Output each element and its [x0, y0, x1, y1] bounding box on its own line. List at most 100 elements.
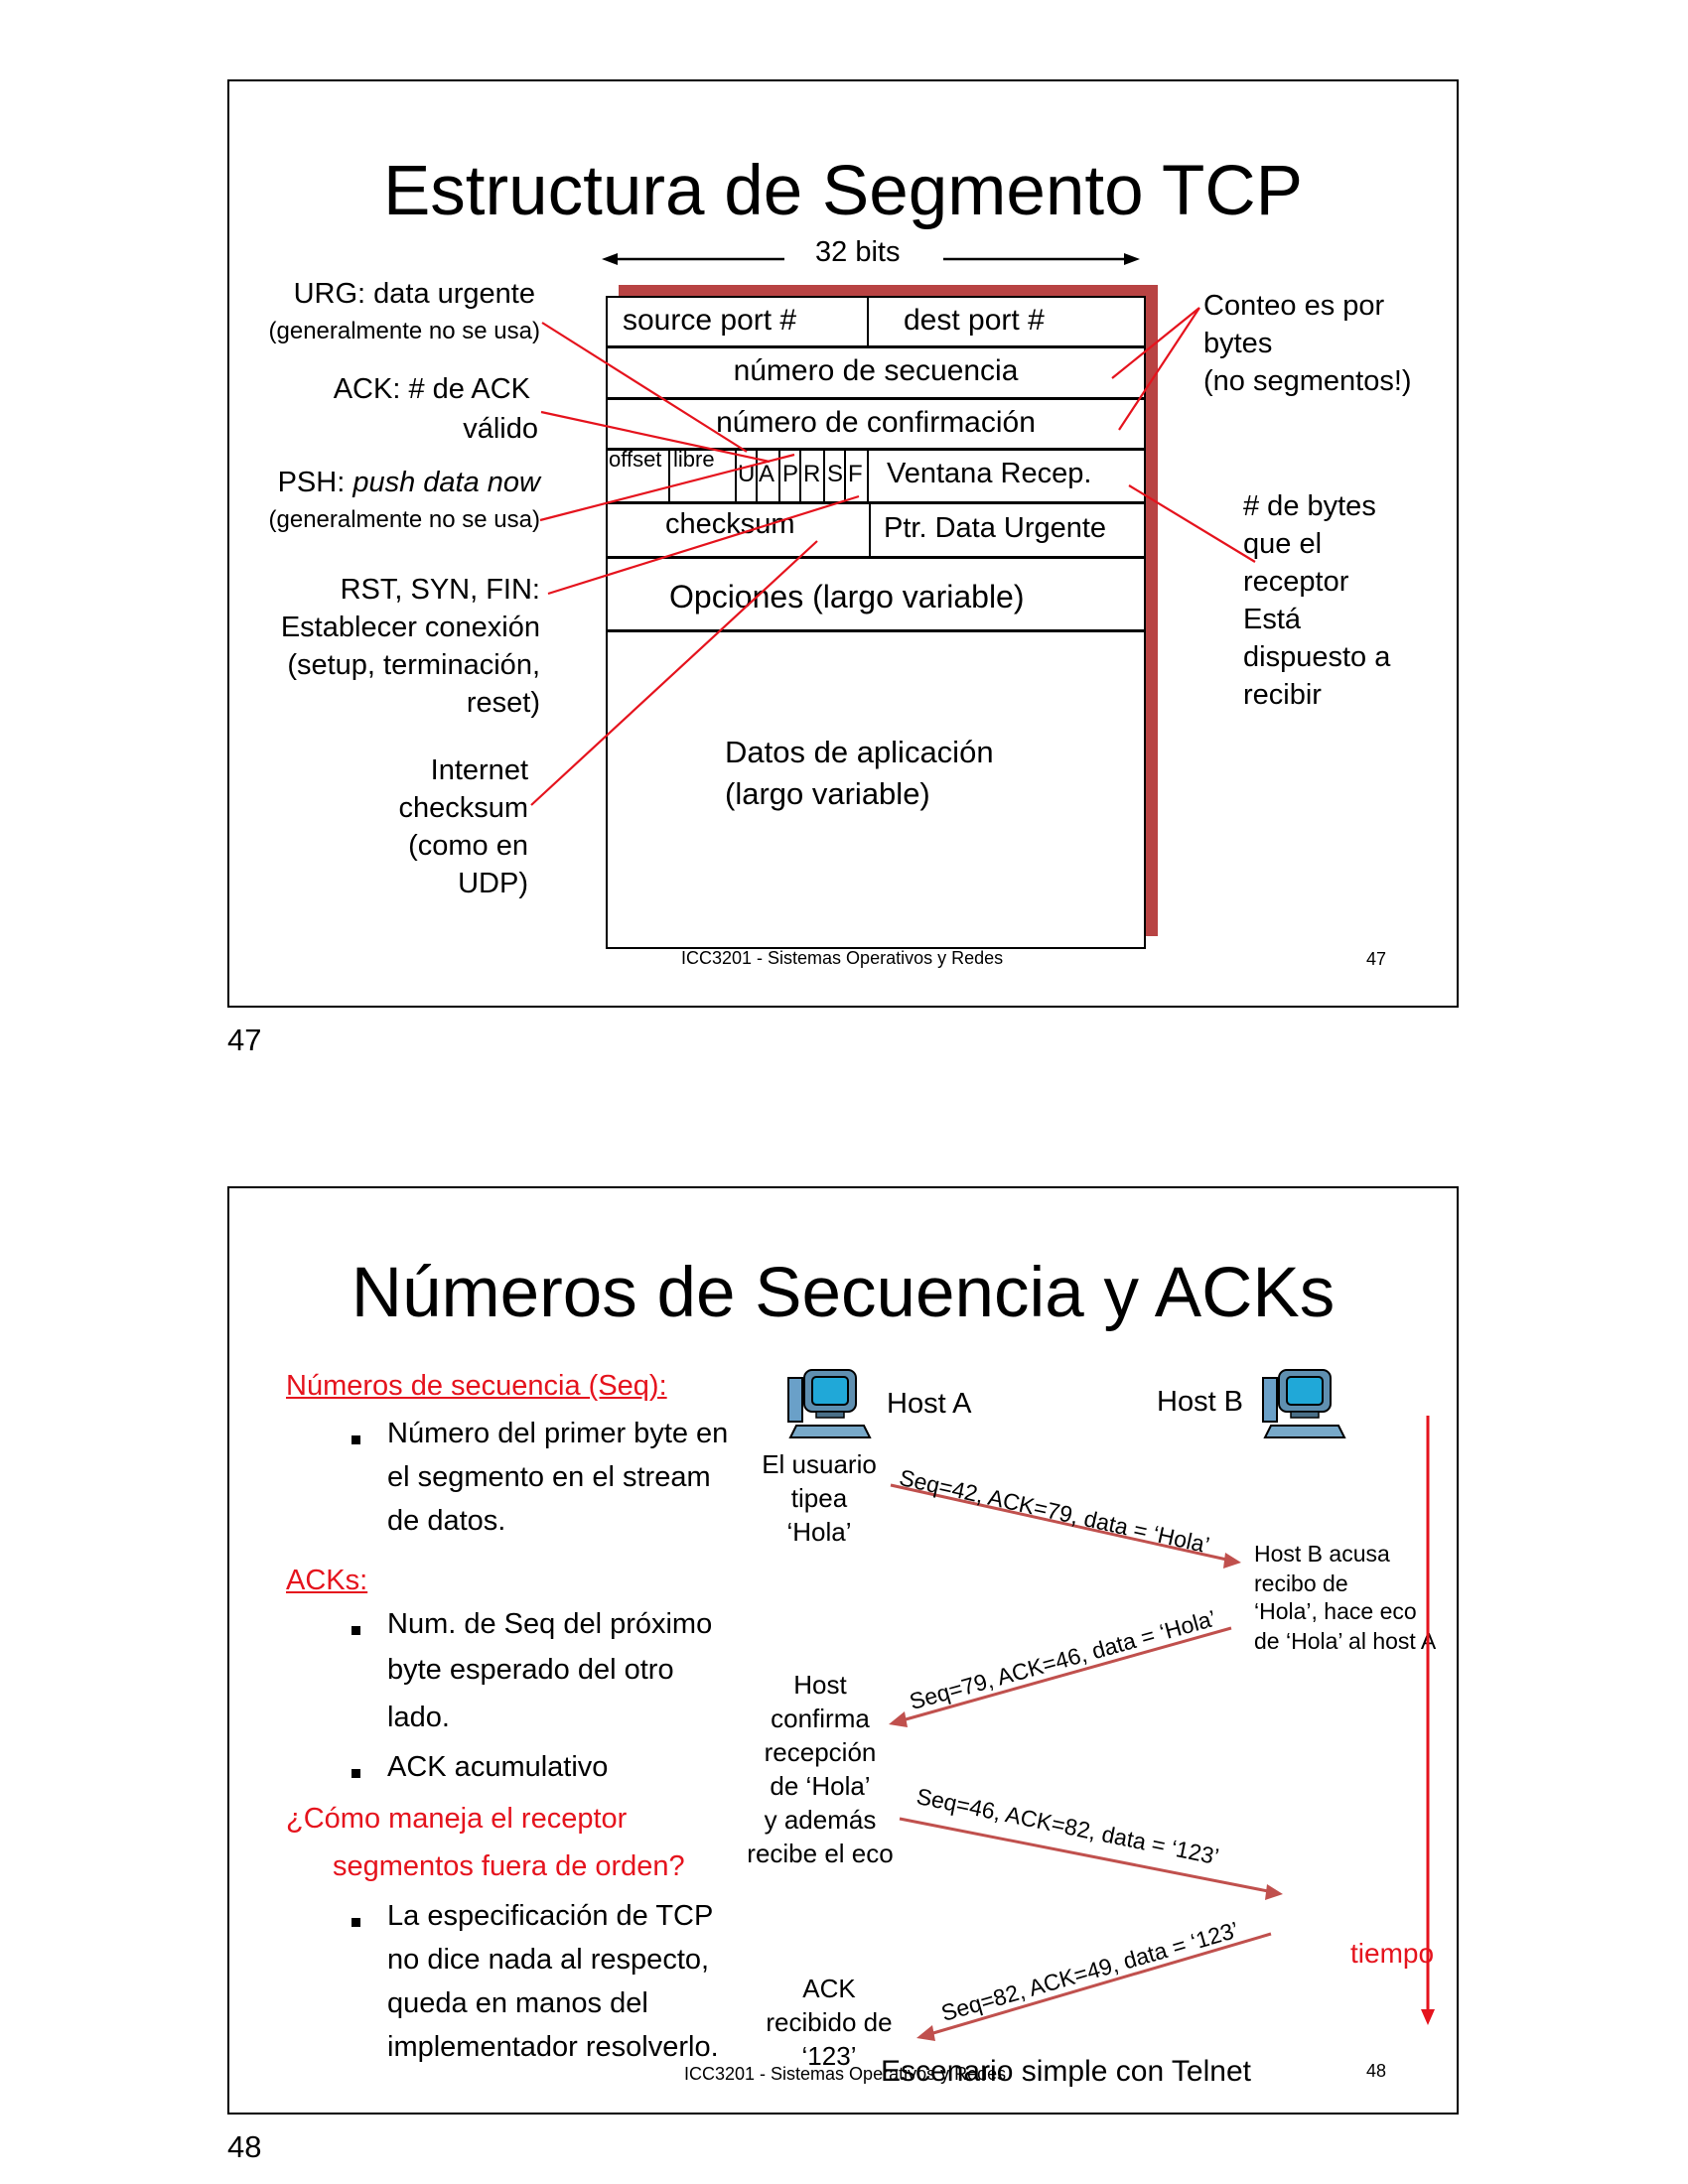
answer-line4: implementador resolverlo.	[387, 2031, 719, 2063]
user-types-line2: tipea	[790, 1483, 848, 1513]
note-rst-2: Establecer conexión	[280, 612, 540, 643]
note-psh: PSH: push data now	[277, 467, 540, 498]
row-divider	[606, 629, 1146, 632]
col-divider	[867, 448, 869, 502]
note-psh-sub: (generalmente no se usa)	[268, 506, 541, 533]
host-confirms-line3: recepción	[764, 1737, 877, 1767]
note-window-2: que el	[1243, 528, 1323, 560]
note-count: Conteo es por	[1203, 290, 1385, 322]
ack-received-line2: recibido de	[766, 2007, 893, 2037]
ack-bullet-line1: Num. de Seq del próximo	[387, 1608, 713, 1640]
slide-48	[227, 1186, 1459, 2115]
col-divider	[778, 448, 780, 502]
col-divider	[844, 448, 846, 502]
col-divider	[867, 296, 869, 347]
computer-icon-host-a	[787, 1369, 872, 1438]
note-rst-3: (setup, terminación,	[287, 649, 540, 681]
answer-line1: La especificación de TCP	[387, 1900, 714, 1932]
field-urgent-pointer: Ptr. Data Urgente	[884, 512, 1107, 544]
flag-ack: A	[759, 461, 775, 487]
field-options: Opciones (largo variable)	[669, 579, 1025, 614]
user-types-line1: El usuario	[762, 1449, 877, 1479]
flag-rst: R	[803, 461, 821, 487]
note-rst-4: reset)	[466, 687, 540, 719]
row-divider	[606, 501, 1146, 504]
note-ack: ACK: # de ACK	[333, 373, 530, 405]
note-urg: URG: data urgente	[293, 278, 535, 310]
field-window: Ventana Recep.	[887, 458, 1092, 489]
ack-bullet-line2: byte esperado del otro	[387, 1654, 674, 1686]
ack-bullet-line3: lado.	[387, 1702, 450, 1733]
bits-label: 32 bits	[815, 236, 901, 268]
note-rst: RST, SYN, FIN:	[340, 574, 540, 606]
seq-bullet-line2: el segmento en el stream	[387, 1461, 711, 1493]
field-checksum: checksum	[665, 508, 795, 540]
note-window-5: dispuesto a	[1243, 641, 1391, 673]
note-ack-sub: válido	[463, 413, 538, 445]
flag-urg: U	[738, 461, 756, 487]
host-confirms-line4: de ‘Hola’	[770, 1771, 871, 1801]
host-confirms-line1: Host	[793, 1670, 847, 1700]
host-b-ack-line2: recibo de	[1254, 1570, 1348, 1596]
slide-number: 48	[1366, 2061, 1387, 2081]
computer-icon-host-b	[1262, 1369, 1346, 1438]
note-window-6: recibir	[1243, 679, 1322, 711]
bullet-icon	[352, 1918, 360, 1927]
slide-footer: ICC3201 - Sistemas Operativos y Redes	[684, 2064, 1007, 2084]
ack-received-line1: ACK	[802, 1974, 856, 2003]
note-count-2: bytes	[1203, 328, 1273, 359]
note-urg-sub: (generalmente no se usa)	[268, 318, 541, 344]
note-checksum-3: (como en	[408, 830, 528, 862]
slide-47	[227, 79, 1459, 1008]
bullet-icon	[352, 1626, 360, 1635]
field-data-line1: Datos de aplicación	[725, 735, 994, 769]
field-dest-port: dest port #	[904, 304, 1045, 337]
col-divider	[756, 448, 758, 502]
note-checksum-4: UDP)	[458, 868, 528, 899]
host-b-label: Host B	[1157, 1386, 1244, 1418]
question-line1: ¿Cómo maneja el receptor	[286, 1803, 628, 1835]
seq-heading: Números de secuencia (Seq):	[286, 1370, 667, 1402]
field-offset: offset	[609, 447, 662, 472]
row-divider	[606, 448, 1146, 451]
slide-title: Números de Secuencia y ACKs	[351, 1254, 1336, 1332]
tcp-segment-diagram	[606, 296, 1146, 949]
host-confirms-line2: confirma	[771, 1704, 870, 1733]
host-b-ack-line3: ‘Hola’, hace eco	[1254, 1598, 1417, 1624]
col-divider	[823, 448, 825, 502]
note-checksum: Internet	[430, 754, 528, 786]
answer-line3: queda en manos del	[387, 1987, 648, 2019]
ack-received-line3: ‘123’	[801, 2041, 857, 2071]
row-divider	[606, 397, 1146, 400]
ack-bullet2: ACK acumulativo	[387, 1751, 609, 1783]
note-checksum-2: checksum	[398, 792, 528, 824]
host-confirms-line5: y además	[764, 1805, 877, 1835]
scenario-caption: Escenario simple con Telnet	[881, 2055, 1251, 2088]
row-divider	[606, 345, 1146, 348]
page-number: 48	[227, 2129, 262, 2164]
flag-psh: P	[782, 461, 799, 487]
col-divider	[735, 448, 737, 502]
note-count-3: (no segmentos!)	[1203, 365, 1412, 397]
flag-fin: F	[848, 461, 863, 487]
note-window: # de bytes	[1243, 490, 1376, 522]
host-a-label: Host A	[887, 1388, 972, 1420]
field-source-port: source port #	[623, 304, 797, 337]
flag-syn: S	[827, 461, 844, 487]
slide-title: Estructura de Segmento TCP	[382, 152, 1304, 230]
col-divider	[869, 501, 871, 557]
time-label: tiempo	[1350, 1938, 1435, 1969]
note-window-4: Está	[1243, 604, 1302, 635]
col-divider	[799, 448, 801, 502]
col-divider	[668, 448, 670, 502]
answer-line2: no dice nada al respecto,	[387, 1944, 710, 1976]
field-ack-number: número de confirmación	[716, 406, 1036, 439]
slide-number: 47	[1366, 949, 1387, 969]
host-b-ack-line4: de ‘Hola’ al host A	[1254, 1628, 1437, 1654]
seq-bullet-line1: Número del primer byte en	[387, 1418, 729, 1449]
slide-footer: ICC3201 - Sistemas Operativos y Redes	[681, 948, 1004, 968]
field-data-line2: (largo variable)	[725, 776, 930, 811]
user-types-line3: ‘Hola’	[786, 1517, 852, 1547]
note-window-3: receptor	[1243, 566, 1349, 598]
seq-bullet-line3: de datos.	[387, 1505, 506, 1537]
